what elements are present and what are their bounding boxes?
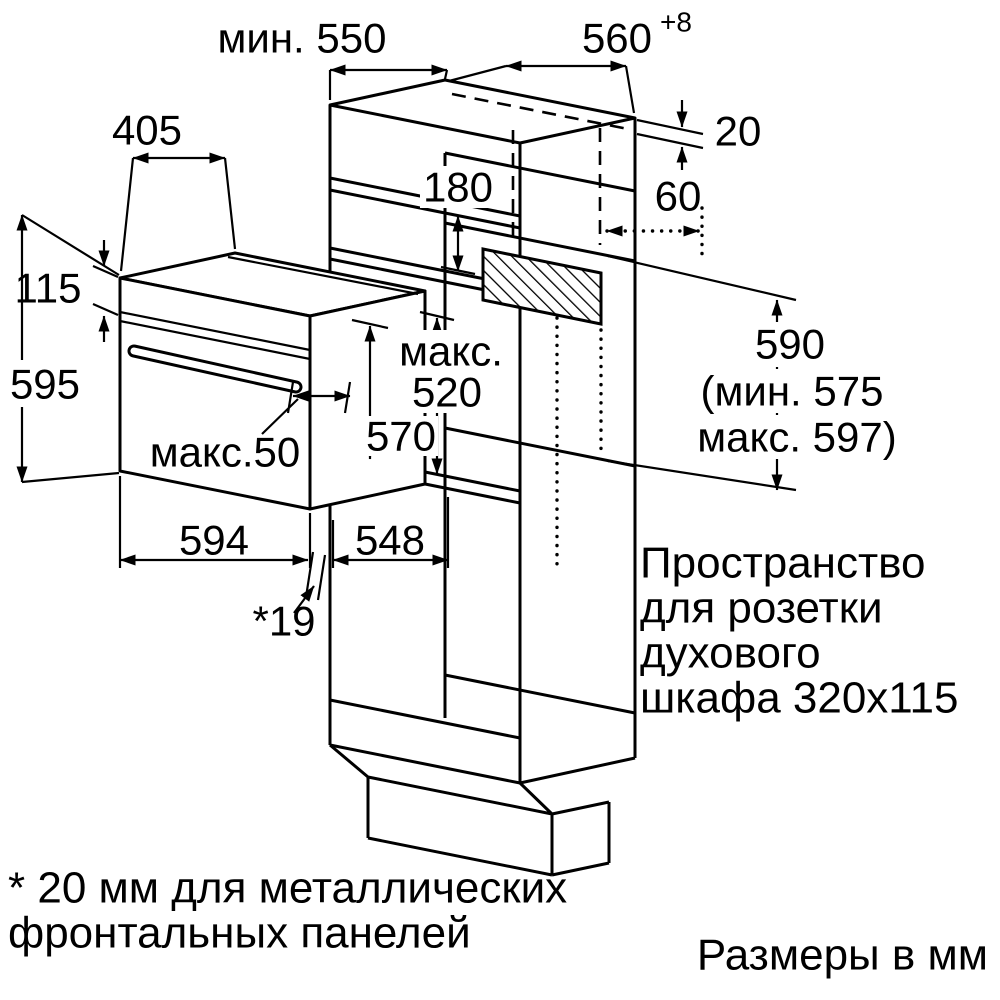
bg-595: [6, 360, 84, 407]
bg-590-max: [694, 415, 902, 459]
oven-fascia-edge: [227, 255, 419, 296]
dim-50-ext: [261, 381, 352, 435]
dim-548-label: 548: [355, 517, 425, 564]
hidden-top-back-edge: [451, 92, 629, 131]
dim-405-ext: [119, 157, 237, 272]
socket-space-hatched-area: [481, 247, 603, 326]
socket-note-line4: шкафа 320x115: [640, 674, 958, 723]
oven-control-panel: [119, 310, 311, 361]
dim-19-arrow: [293, 585, 315, 614]
units-note: Размеры в мм: [697, 931, 988, 980]
cabinet-bottom-floor: [329, 673, 636, 740]
hidden-edges-dashed: [451, 92, 629, 245]
dim-590-min-label: (мин. 575: [701, 368, 884, 415]
dim-180-tick: [440, 265, 476, 276]
socket-note-line3: духового: [640, 629, 821, 678]
dim-590-max-label: макс. 597): [697, 414, 896, 461]
footnote-line2: фронтальных панелей: [8, 909, 471, 958]
dim-594-label: 594: [179, 517, 249, 564]
dim-min-550-label: мин. 550: [218, 15, 387, 62]
dim-405-label: 405: [112, 107, 182, 154]
bg-maks: [392, 330, 510, 373]
dim-595-label: 595: [10, 361, 80, 408]
dim-50-label: макс.50: [150, 429, 300, 476]
dim-520-max-label: макс.: [399, 328, 503, 375]
bg-570: [364, 416, 438, 456]
dim-560-tolerance-label: +8: [660, 7, 692, 38]
dim-570-label: 570: [366, 413, 436, 460]
label-backgrounds: [6, 166, 902, 459]
bg-590-min: [697, 369, 889, 413]
bg-590: [748, 322, 832, 367]
dim-19-label: *19: [252, 598, 315, 645]
bg-520: [406, 371, 488, 413]
dim-590-ext: [607, 254, 797, 492]
socket-note-line2: для розетки: [640, 584, 883, 633]
dim-570-tick: [351, 318, 389, 330]
dim-115-label: 115: [15, 265, 82, 312]
socket-space: [481, 206, 704, 568]
dim-60-label: 60: [655, 173, 702, 220]
dim-520-tick: [419, 310, 455, 322]
oven-front-face: [118, 276, 312, 511]
dim-115-ext: [92, 264, 119, 317]
footnote-line1: * 20 мм для металлических: [8, 864, 567, 913]
socket-note-line1: Пространство: [640, 539, 925, 588]
dim-595-ext: [21, 214, 120, 484]
dim-550-ext: [328, 69, 449, 100]
cabinet-top-face: [328, 78, 637, 145]
dim-590-label: 590: [755, 321, 825, 368]
dim-20-gap-lines: [636, 118, 704, 150]
cabinet-plinth: [329, 743, 611, 877]
labels: мин. 550 560 +8 20 60 405 115 595 180 57…: [8, 7, 988, 980]
oven-handle: [130, 347, 300, 391]
dim-560-ext: [448, 64, 636, 114]
dim-560-label: 560: [582, 15, 652, 62]
dim-20-label: 20: [715, 108, 762, 155]
dim-520-label: 520: [412, 369, 482, 416]
dim-594-ext: [118, 476, 312, 568]
dim-180-label: 180: [423, 164, 493, 211]
bg-180: [420, 166, 496, 208]
